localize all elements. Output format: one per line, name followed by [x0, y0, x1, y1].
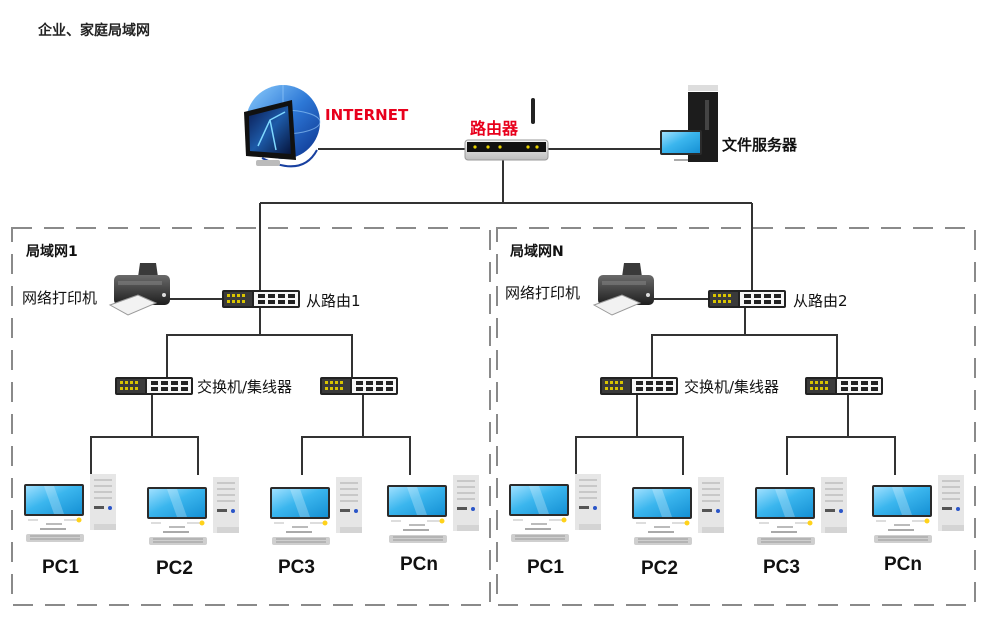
printer-icon: [109, 262, 171, 316]
pc-label: PC1: [527, 557, 564, 578]
pc-icon: [23, 473, 117, 543]
pc-label: PC3: [763, 557, 800, 578]
pc-icon: [871, 474, 965, 544]
pc-icon: [386, 474, 480, 544]
pc-icon: [269, 476, 363, 546]
internet-globe-monitor-icon: [244, 85, 321, 168]
diagram-title: 企业、家庭局域网: [37, 22, 150, 39]
file-server-icon: [660, 85, 718, 162]
pc-icon: [146, 476, 240, 546]
pc-label: PC2: [156, 558, 193, 579]
lan-1-label: 局域网1: [26, 243, 78, 260]
sub-router-icon: [708, 290, 786, 308]
pc-icon: [631, 476, 725, 546]
file-server-label: 文件服务器: [722, 136, 798, 154]
pc-label: PCn: [400, 554, 438, 575]
printer-label: 网络打印机: [22, 289, 97, 307]
pc-label: PC3: [278, 557, 315, 578]
printer-label: 网络打印机: [505, 284, 580, 302]
switch-label: 交换机/集线器: [684, 378, 779, 396]
pc-icon: [508, 473, 602, 543]
lan-box-n: [496, 227, 976, 606]
printer-icon: [593, 262, 655, 316]
router-icon: [464, 98, 549, 161]
switch-icon: [320, 377, 398, 395]
lan-1: 局域网1 网络打印机 从路由1 交换机/集线器 PC1 PC2 PC3 PCn: [22, 243, 480, 579]
switch-label: 交换机/集线器: [197, 378, 292, 396]
switch-icon: [805, 377, 883, 395]
pc-icon: [754, 476, 848, 546]
pc-label: PCn: [884, 554, 922, 575]
internet-label: INTERNET: [325, 106, 409, 124]
pc-label: PC1: [42, 557, 79, 578]
sub-router-label: 从路由2: [793, 292, 848, 310]
router-label: 路由器: [470, 119, 519, 138]
pc-label: PC2: [641, 558, 678, 579]
lan-n: 局域网N 网络打印机 从路由2 交换机/集线器 PC1 PC2 PC3 PCn: [505, 243, 965, 579]
lan-n-label: 局域网N: [510, 243, 564, 260]
switch-icon: [600, 377, 678, 395]
sub-router-label: 从路由1: [306, 292, 361, 310]
sub-router-icon: [222, 290, 300, 308]
switch-icon: [115, 377, 193, 395]
lan-box-1: [11, 227, 491, 606]
